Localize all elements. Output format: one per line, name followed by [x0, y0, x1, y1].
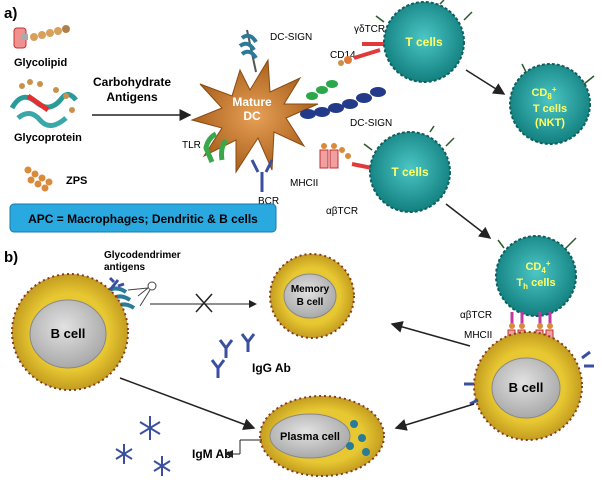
arrow-to-plasma — [119, 377, 256, 430]
cd14-chain — [306, 80, 338, 100]
mhcii-label-a: MHCII — [290, 178, 318, 189]
bcr-label: BCR — [258, 196, 279, 207]
ab-tcr-label-a: αβTCR — [326, 206, 358, 217]
nkt-cd8-label: CD8+ — [531, 85, 556, 101]
glycodendrimer-label-2: antigens — [104, 262, 146, 273]
memory-b-cell — [269, 253, 355, 339]
igm-antibody-group — [115, 416, 171, 476]
dc-sign-chain — [300, 87, 386, 119]
t-cells-mid-label: T cells — [391, 165, 429, 179]
t-cell-top — [375, 0, 473, 83]
zps-label: ZPS — [66, 175, 87, 187]
zps-icon — [24, 166, 53, 192]
bcr-receptor — [250, 159, 274, 192]
cd4-label: CD4+ — [525, 259, 550, 275]
nkt-tcells-label: T cells — [533, 103, 567, 115]
igm-label: IgM Ab — [192, 447, 232, 461]
mhcii-label-b: MHCII — [464, 330, 492, 341]
tlr-receptor — [203, 131, 229, 163]
glycodendrimer-label-1: Glycodendrimer — [104, 250, 181, 261]
b-cell-right-label: B cell — [509, 380, 544, 395]
panel-a-label: a) — [4, 5, 17, 22]
carb-antigens-label-1: Carbohydrate — [93, 75, 171, 89]
tlr-label: TLR — [182, 140, 201, 151]
b-cell-left — [11, 273, 129, 391]
glycoprotein-label: Glycoprotein — [14, 132, 82, 144]
plasma-label: Plasma cell — [280, 431, 340, 443]
memory-label-1: Memory — [291, 284, 330, 295]
glycoprotein-icon — [9, 79, 78, 128]
cd14-label: CD14 — [330, 50, 356, 61]
apc-box — [9, 203, 277, 233]
igg-antibody-group — [210, 333, 256, 378]
glycodendrimer-icon — [102, 281, 157, 312]
nkt-label: (NKT) — [535, 117, 565, 129]
ab-tcr-label-b: αβTCR — [460, 310, 492, 321]
arrow-to-memory — [390, 321, 471, 347]
cd4-t-cell — [495, 235, 577, 317]
b-cell-left-label: B cell — [51, 326, 86, 341]
t-cells-top-label: T cells — [405, 35, 443, 49]
dc-label-1: Mature — [232, 95, 272, 109]
b-cell-right — [464, 331, 594, 441]
th-cells-label: Th cells — [516, 277, 555, 291]
apc-box-label: APC = Macrophages; Dendritic & B cells — [28, 212, 258, 226]
igg-label: IgG Ab — [252, 361, 291, 375]
block-x-icon — [195, 293, 213, 313]
glycolipid-label: Glycolipid — [14, 57, 67, 69]
arrow-to-nkt — [465, 69, 506, 95]
panel-b-label: b) — [4, 249, 18, 266]
arrow-right-to-plasma — [394, 403, 475, 431]
plasma-cell — [259, 395, 385, 477]
dc-label-2: DC — [243, 109, 261, 123]
t-cell-mid — [363, 125, 455, 213]
glycolipid-icon — [13, 25, 70, 49]
arrow-to-cd4 — [445, 203, 492, 239]
memory-label-2: B cell — [297, 297, 324, 308]
dc-sign-top-receptor — [238, 29, 258, 73]
mhcii-receptor — [319, 143, 373, 170]
carb-antigens-label-2: Antigens — [106, 90, 158, 104]
dc-sign-mid-label: DC-SIGN — [350, 118, 392, 129]
gd-tcr-label: γδTCR — [354, 24, 385, 35]
nkt-cell — [509, 63, 595, 145]
dc-sign-top-label: DC-SIGN — [270, 32, 312, 43]
